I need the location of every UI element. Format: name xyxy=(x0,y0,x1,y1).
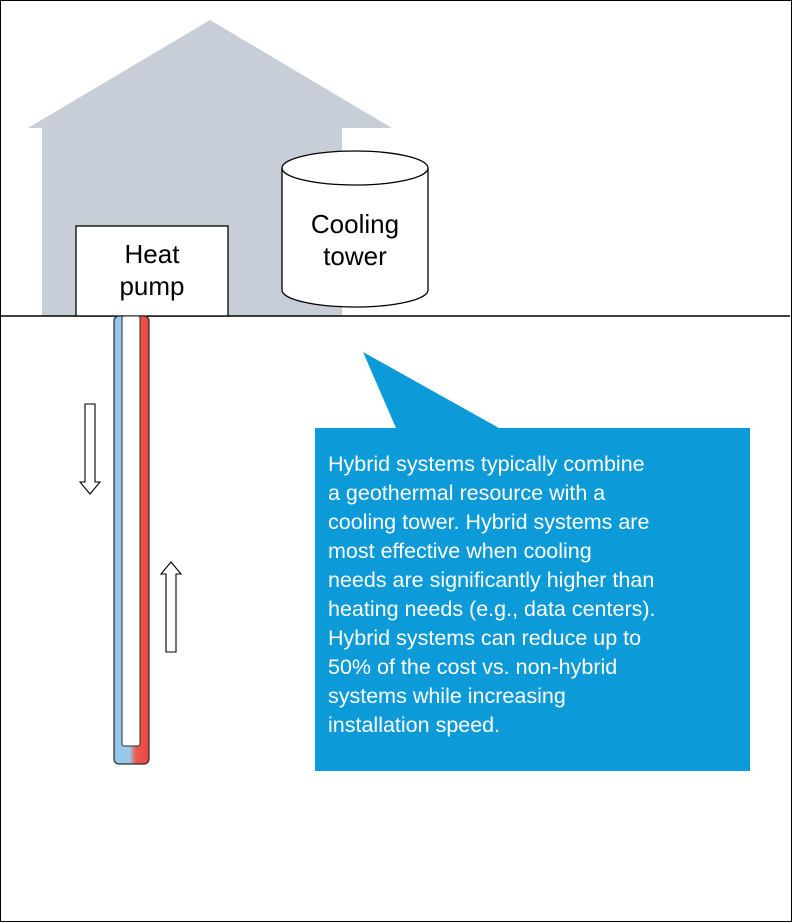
heat-pump-box xyxy=(75,225,229,317)
callout-pointer xyxy=(363,352,499,428)
callout-box xyxy=(315,428,750,771)
cooling-tower-label: Cooling tower xyxy=(310,209,400,271)
callout-line: installation speed. xyxy=(328,713,501,737)
callout-line: needs are significantly higher than xyxy=(328,568,655,592)
callout-line: a geothermal resource with a xyxy=(328,481,606,505)
callout-line: heating needs (e.g., data centers). xyxy=(328,597,656,621)
callout-line: systems while increasing xyxy=(328,684,566,708)
borehole-pipe-inner xyxy=(121,315,141,747)
down-arrow-icon xyxy=(78,403,102,495)
callout-line: cooling tower. Hybrid systems are xyxy=(328,510,650,534)
callout-line: 50% of the cost vs. non-hybrid xyxy=(328,655,618,679)
cooling-tower-cylinder xyxy=(281,168,429,308)
callout-line: Hybrid systems can reduce up to xyxy=(328,626,642,650)
callout-line: most effective when cooling xyxy=(328,539,592,563)
cooling-tower-top xyxy=(281,150,429,186)
up-arrow-icon xyxy=(159,561,183,653)
callout-line: Hybrid systems typically combine xyxy=(328,452,645,476)
callout-text: Hybrid systems typically combine a geoth… xyxy=(328,450,740,740)
heat-pump-label: Heat pump xyxy=(119,239,185,301)
